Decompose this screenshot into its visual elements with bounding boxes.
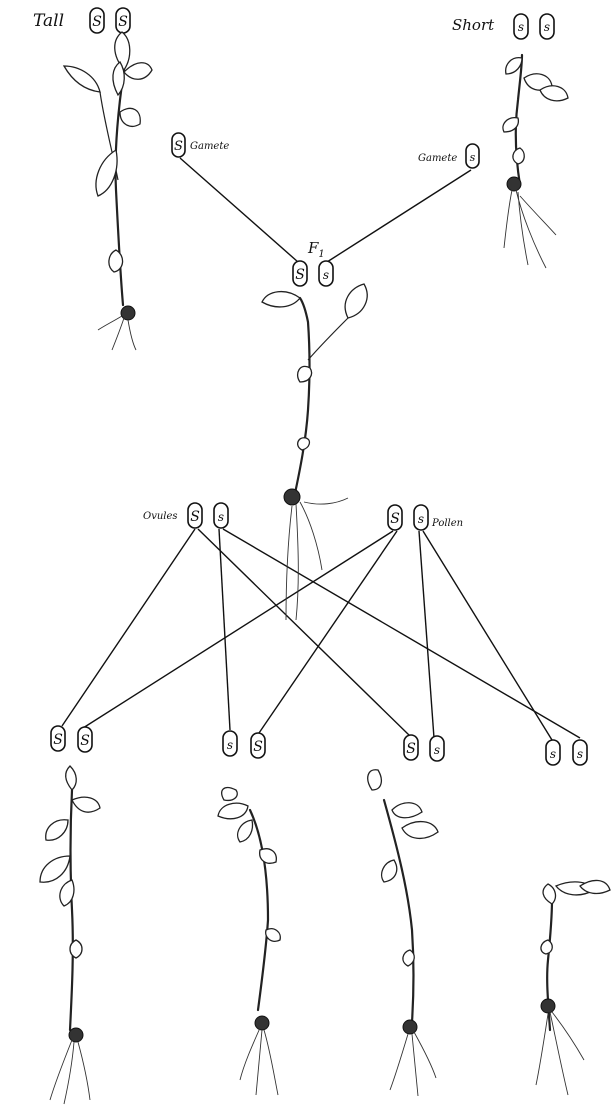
svg-text:S: S bbox=[53, 732, 63, 748]
gamete-right-label: Gamete bbox=[418, 153, 457, 164]
ovules-label: Ovules bbox=[143, 511, 178, 522]
ovule-allele-1: S bbox=[188, 503, 202, 528]
cross-line bbox=[83, 531, 393, 728]
f2-tall-pure-plant-illustration bbox=[40, 766, 100, 1104]
f2-hybrid-b-plant-illustration bbox=[368, 770, 438, 1096]
svg-text:s: s bbox=[470, 151, 476, 164]
gamete-right-allele: s bbox=[466, 144, 479, 168]
cross-line bbox=[198, 529, 410, 736]
f2-hybrid-a-plant-illustration bbox=[218, 788, 280, 1095]
svg-text:S: S bbox=[92, 14, 102, 30]
f2-tall-pure-allele-1: S bbox=[51, 726, 65, 751]
svg-text:s: s bbox=[550, 747, 556, 761]
f2-short-pure-allele-1: s bbox=[546, 740, 560, 765]
svg-text:S: S bbox=[174, 139, 183, 154]
gamete-right-to-f1-line bbox=[327, 170, 471, 262]
pollen-allele-2: s bbox=[414, 505, 428, 530]
pollen-label: Pollen bbox=[431, 518, 463, 529]
f2-hybrid-b-allele-1: S bbox=[404, 735, 418, 760]
svg-text:S: S bbox=[190, 509, 200, 525]
svg-text:s: s bbox=[577, 747, 583, 761]
svg-text:S: S bbox=[80, 733, 90, 749]
svg-text:S: S bbox=[390, 511, 400, 527]
tall-parent-allele-2: S bbox=[116, 8, 130, 33]
short-parent-plant-illustration bbox=[503, 55, 568, 268]
gamete-left-to-f1-line bbox=[180, 158, 298, 262]
tall-label: Tall bbox=[33, 11, 64, 31]
svg-text:S: S bbox=[406, 741, 416, 757]
f2-short-pure-allele-2: s bbox=[573, 740, 587, 765]
f1-label: F1 bbox=[307, 239, 325, 260]
svg-text:s: s bbox=[323, 268, 329, 282]
tall-parent-plant-illustration bbox=[64, 32, 152, 350]
svg-text:S: S bbox=[118, 14, 128, 30]
svg-text:s: s bbox=[418, 512, 424, 526]
gamete-left-allele: S bbox=[172, 133, 185, 157]
short-label: Short bbox=[452, 16, 495, 34]
ovule-allele-2: s bbox=[214, 503, 228, 528]
f1-allele-1: S bbox=[293, 261, 307, 286]
f2-tall-pure-allele-2: S bbox=[78, 727, 92, 752]
gamete-left-label: Gamete bbox=[190, 141, 229, 152]
f2-short-pure-plant-illustration bbox=[536, 880, 610, 1095]
cross-line bbox=[419, 531, 434, 738]
f1-subscript: 1 bbox=[318, 249, 324, 260]
short-parent-allele-2: s bbox=[540, 14, 554, 39]
svg-text:s: s bbox=[434, 743, 440, 757]
pollen-allele-1: S bbox=[388, 505, 402, 530]
svg-text:s: s bbox=[218, 510, 224, 524]
svg-text:s: s bbox=[227, 738, 233, 752]
cross-line bbox=[423, 531, 552, 740]
svg-text:S: S bbox=[295, 267, 305, 283]
svg-text:s: s bbox=[544, 20, 550, 34]
svg-text:S: S bbox=[253, 739, 263, 755]
f1-allele-2: s bbox=[319, 261, 333, 286]
f2-hybrid-a-allele-2: S bbox=[251, 733, 265, 758]
f2-hybrid-a-allele-1: s bbox=[223, 731, 237, 756]
f2-hybrid-b-allele-2: s bbox=[430, 736, 444, 761]
f2-cross-lines bbox=[62, 529, 580, 740]
f1-hybrid-plant-illustration bbox=[262, 284, 367, 620]
short-parent-allele-1: s bbox=[514, 14, 528, 39]
svg-text:s: s bbox=[518, 20, 524, 34]
cross-line bbox=[62, 529, 195, 726]
tall-parent-allele-1: S bbox=[90, 8, 104, 33]
